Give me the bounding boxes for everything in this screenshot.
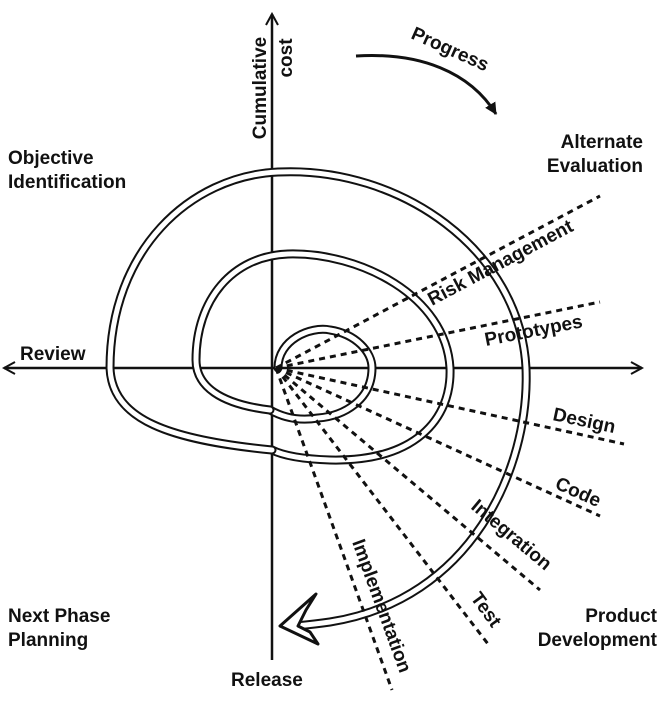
product-development-label: Product Development — [538, 605, 657, 653]
spiral-end-arrow — [278, 592, 320, 646]
product-line1: Product — [585, 606, 657, 627]
spiral-path-inner — [267, 326, 375, 422]
implementation-label: Implementation — [347, 537, 415, 676]
ray-code — [275, 366, 601, 518]
prototypes-label: Prototypes — [483, 311, 584, 351]
objective-line1: Objective — [8, 148, 94, 169]
review-label: Review — [20, 344, 86, 365]
ray-implementation — [274, 367, 394, 691]
alternate-line1: Alternate — [560, 132, 643, 153]
next-phase-line1: Next Phase — [8, 606, 111, 627]
release-label: Release — [231, 670, 303, 691]
ray-prototypes — [275, 300, 601, 370]
product-line2: Development — [537, 630, 657, 651]
ray-integration — [275, 366, 541, 592]
spiral-middle-loop — [191, 249, 455, 465]
objective-line2: Identification — [8, 172, 127, 193]
next-phase-planning-label: Next Phase Planning — [8, 605, 110, 653]
ray-test — [274, 367, 490, 645]
design-label: Design — [551, 404, 617, 438]
objective-identification-label: Objective Identification — [8, 147, 126, 195]
alternate-evaluation-label: Alternate Evaluation — [547, 131, 643, 179]
next-phase-line2: Planning — [8, 630, 89, 651]
y-axis-label-line1: Cumulative — [250, 37, 271, 139]
dashed-rays — [274, 194, 625, 691]
y-axis-label-line2: cost — [276, 38, 297, 78]
alternate-line2: Evaluation — [546, 156, 643, 177]
spiral — [265, 324, 377, 424]
spiral-outer-loop — [105, 167, 531, 631]
progress-label: Progress — [408, 23, 492, 76]
ray-design — [275, 366, 625, 446]
progress-arrow — [355, 54, 498, 115]
